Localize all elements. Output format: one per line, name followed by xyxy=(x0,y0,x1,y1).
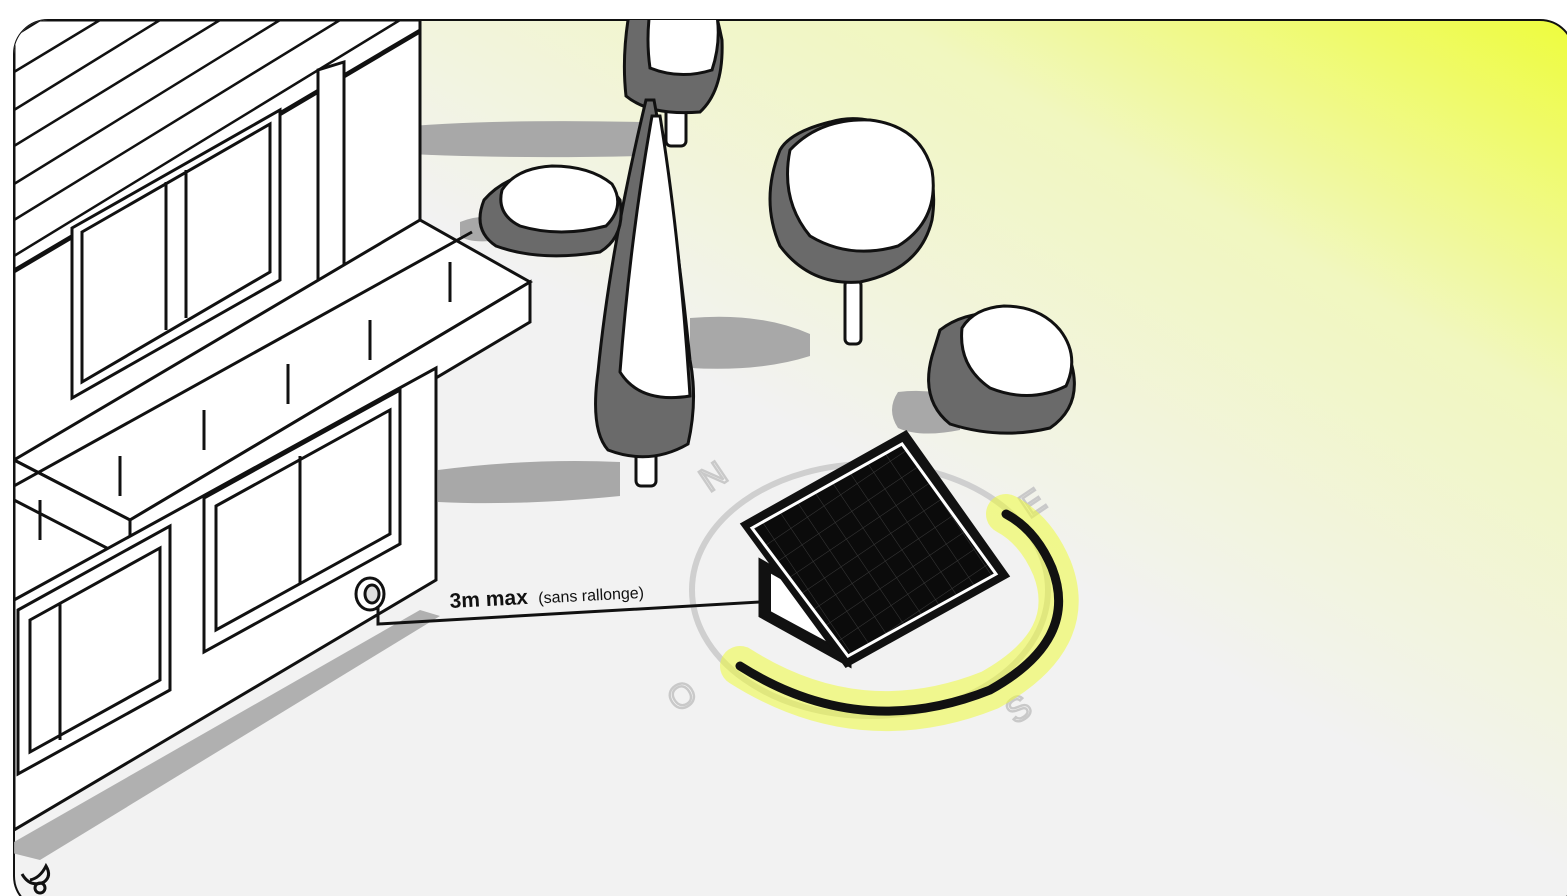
cable-length-max: 3m max xyxy=(449,586,529,613)
wall-outlet-icon xyxy=(356,578,384,610)
